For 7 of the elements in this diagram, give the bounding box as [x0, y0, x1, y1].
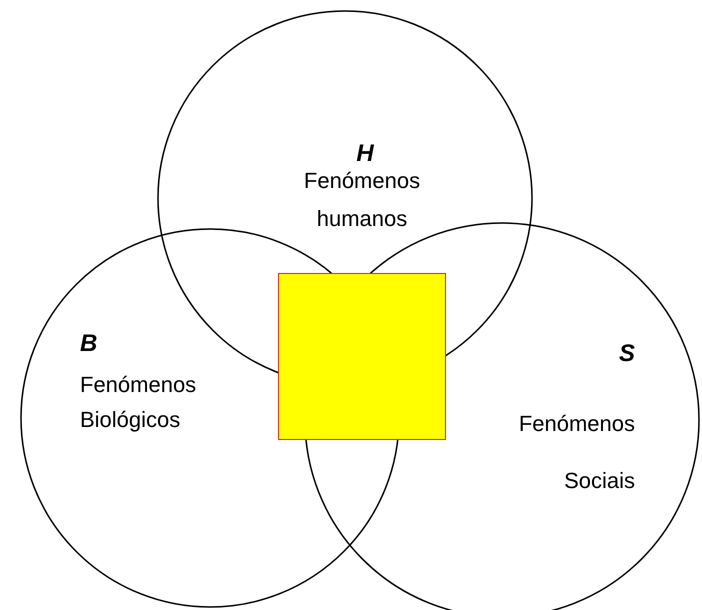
- set-description: Fenómenos Biológicos: [80, 371, 198, 434]
- intersection-square: [278, 273, 446, 440]
- set-letter: B: [80, 330, 98, 358]
- set-letter: S: [618, 340, 635, 368]
- set-letter: H: [355, 140, 375, 168]
- set-description: Fenómenos humanos: [302, 167, 422, 233]
- set-description: Fenómenos Sociais: [518, 410, 635, 495]
